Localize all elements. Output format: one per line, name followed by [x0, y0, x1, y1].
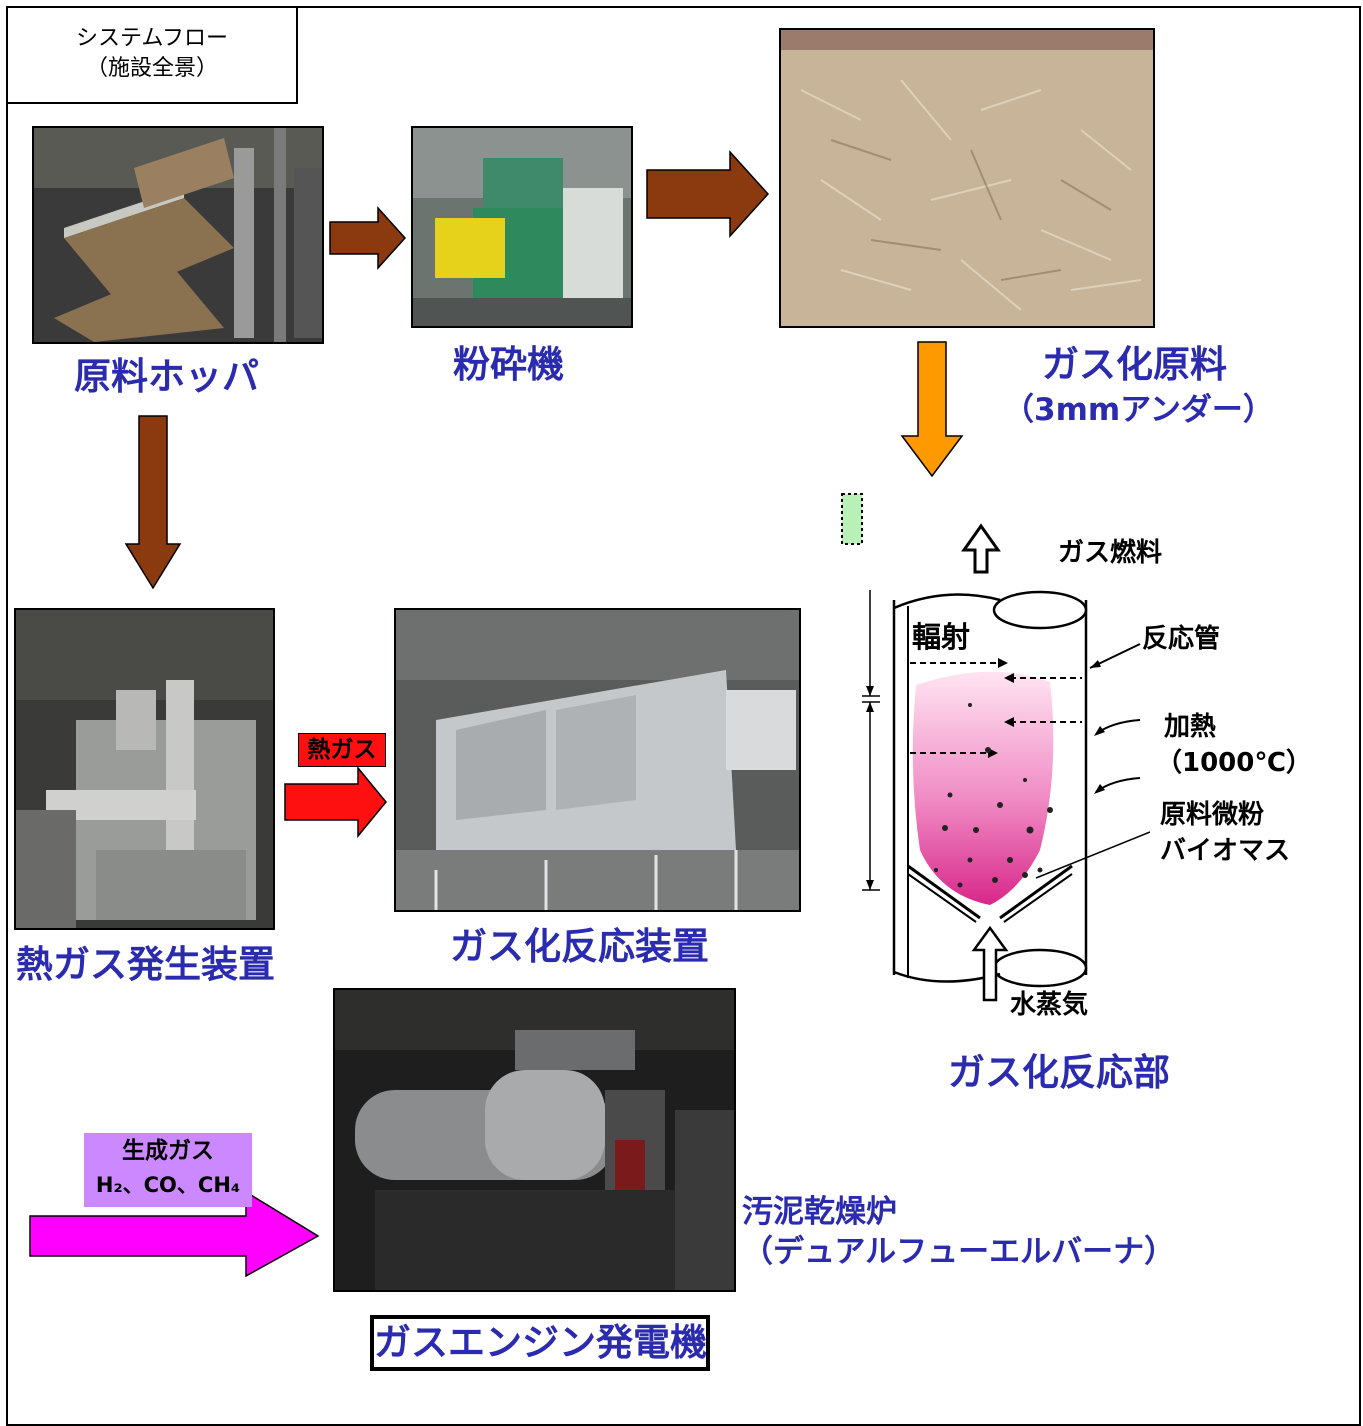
hot-gas-label-box: 熱ガス — [298, 733, 386, 767]
product-gas-label-line2: H₂、CO、CH₄ — [95, 1173, 241, 1197]
gas-material-caption-line1: ガス化原料 — [1042, 343, 1227, 386]
title-line2: （施設全景） — [85, 56, 218, 81]
crusher-caption: 粉砕機 — [453, 343, 564, 386]
steam-up-arrow — [971, 925, 1009, 1002]
hot-gas-generator-caption: 熱ガス発生装置 — [16, 943, 275, 986]
biomass-flame-region — [912, 671, 1054, 905]
product-gas-label-line1: 生成ガス — [122, 1138, 214, 1164]
arrow-crusher-to-material — [646, 150, 770, 238]
reaction-tube-label: 反応管 — [1142, 624, 1221, 654]
hopper-caption: 原料ホッパ — [74, 355, 259, 398]
reactor-diagram — [862, 523, 1151, 1002]
hot-gas-generator-photo — [14, 608, 275, 930]
hopper-photo — [32, 126, 324, 344]
gas-material-caption-line2: （3mmアンダー） — [1003, 392, 1274, 428]
steam-label: 水蒸気 — [1010, 990, 1089, 1020]
gas-material-photo — [779, 28, 1155, 328]
hot-gas-label: 熱ガス — [307, 737, 377, 763]
radiation-label: 輻射 — [912, 620, 971, 654]
gasification-reactor-photo — [394, 608, 801, 912]
arrow-product-gas — [29, 1190, 320, 1278]
arrow-hopper-to-generator — [124, 415, 182, 590]
heating-label-line1: 加熱 — [1164, 712, 1217, 742]
title-box: システムフロー （施設全景） — [6, 6, 298, 104]
arrow-material-to-reactor — [900, 341, 964, 478]
arrow-hopper-to-crusher — [329, 206, 407, 270]
gasification-reactor-caption: ガス化反応装置 — [450, 925, 709, 968]
crusher-photo — [411, 126, 633, 328]
title-line1: システムフロー — [75, 26, 229, 51]
gas-engine-caption-box: ガスエンジン発電機 — [370, 1315, 710, 1371]
heating-label-line2: （1000℃） — [1156, 748, 1312, 778]
arrow-hot-gas — [284, 765, 387, 839]
powder-label-line1: 原料微粉 — [1160, 800, 1265, 830]
powder-label-line2: バイオマス — [1160, 836, 1291, 866]
sludge-dryer-caption-line2: （デュアルフューエルバーナ） — [742, 1234, 1176, 1270]
gas-fuel-up-arrow — [961, 523, 1001, 574]
product-gas-label-box: 生成ガス H₂、CO、CH₄ — [84, 1133, 252, 1207]
gasification-section-caption: ガス化反応部 — [948, 1051, 1170, 1094]
gas-fuel-label: ガス燃料 — [1058, 538, 1163, 568]
sludge-dryer-photo — [333, 988, 736, 1292]
gas-engine-caption: ガスエンジン発電機 — [374, 1321, 707, 1364]
green-marker — [841, 493, 863, 545]
sludge-dryer-caption-line1: 汚泥乾燥炉 — [742, 1194, 897, 1230]
